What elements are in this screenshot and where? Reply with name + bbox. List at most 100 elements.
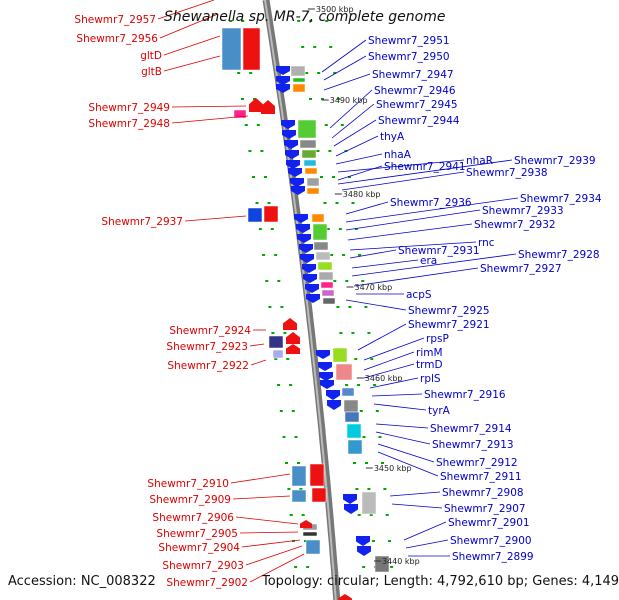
label-leader	[331, 103, 375, 139]
label-leader	[351, 253, 517, 277]
track-dot	[260, 150, 264, 152]
gene-block	[309, 463, 325, 487]
label-leader	[353, 267, 479, 287]
track-dot	[388, 540, 391, 542]
gene-block	[320, 281, 334, 289]
label-leader	[157, 0, 215, 20]
label-leader	[373, 403, 427, 411]
track-dot	[268, 306, 272, 308]
track-dot	[294, 436, 298, 438]
right-gene-label: trmD	[416, 359, 443, 371]
gene-block	[346, 423, 362, 439]
label-leader	[375, 431, 431, 445]
label-leader	[377, 443, 435, 463]
label-leader	[405, 539, 449, 549]
scale-label: 3490 kbp	[330, 96, 368, 105]
track-dot	[362, 566, 366, 568]
track-dot	[338, 228, 342, 230]
track-dot	[367, 488, 371, 490]
right-gene-label: Shewmr7_2921	[408, 319, 490, 331]
right-gene-label: Shewmr7_2932	[474, 219, 556, 231]
gene-arrow	[300, 254, 314, 263]
track-dot	[309, 20, 313, 22]
track-dot	[324, 124, 328, 126]
track-dot	[333, 72, 337, 74]
left-gene-label: Shewmr7_2948	[88, 118, 170, 130]
gene-arrow	[320, 380, 334, 389]
label-leader	[159, 13, 219, 39]
track-dot	[339, 332, 343, 334]
track-dot	[279, 410, 283, 412]
gene-block	[268, 335, 284, 349]
right-gene-label: Shewmr7_2947	[372, 69, 454, 81]
right-gene-label: Shewmr7_2936	[390, 197, 472, 209]
right-gene-label: Shewmr7_2913	[432, 439, 514, 451]
track-dot	[323, 202, 327, 204]
right-gene-label: era	[420, 255, 437, 267]
right-gene-label: Shewmr7_2899	[452, 551, 534, 563]
label-leader	[389, 491, 441, 497]
gene-block	[318, 271, 334, 281]
right-gene-label: Shewmr7_2946	[374, 85, 456, 97]
label-leader	[371, 393, 423, 397]
label-leader	[345, 201, 389, 215]
label-leader	[239, 531, 299, 534]
gene-arrow	[326, 390, 340, 400]
gene-arrow	[286, 160, 300, 169]
label-leader	[171, 105, 247, 108]
label-leader	[163, 35, 221, 56]
gene-block	[221, 27, 242, 71]
track-dot	[301, 514, 305, 516]
gene-block	[341, 387, 355, 397]
track-dot	[301, 46, 305, 48]
label-leader	[345, 299, 407, 311]
track-dot	[358, 254, 362, 256]
track-dot	[357, 384, 361, 386]
left-gene-label: Shewmr7_2904	[158, 542, 240, 554]
right-gene-label: Shewmr7_2945	[376, 99, 458, 111]
gene-arrow	[299, 244, 313, 253]
label-leader	[321, 39, 367, 73]
scale-label: 3440 kbp	[382, 557, 420, 566]
gene-block	[302, 531, 318, 537]
track-dot	[354, 228, 358, 230]
genome-backbone-highlight	[264, 0, 337, 600]
gene-arrow	[288, 168, 302, 177]
gene-arrow	[302, 264, 316, 273]
right-gene-label: Shewmr7_2931	[398, 245, 480, 257]
gene-block	[272, 349, 284, 359]
gene-arrow	[276, 66, 290, 75]
track-dot	[326, 228, 330, 230]
track-dot	[304, 540, 307, 542]
right-gene-label: Shewmr7_2907	[444, 503, 526, 515]
gene-block	[321, 289, 335, 297]
track-dot	[354, 358, 358, 360]
track-dot	[256, 124, 260, 126]
gene-arrow	[261, 100, 275, 114]
gene-block	[263, 205, 279, 223]
right-gene-label: Shewmr7_2941	[384, 161, 466, 173]
label-leader	[403, 521, 447, 541]
gene-block	[322, 297, 336, 305]
track-dot	[237, 72, 241, 74]
gene-arrow	[343, 494, 357, 504]
left-gene-label: Shewmr7_2906	[152, 512, 234, 524]
label-leader	[347, 223, 473, 241]
left-gene-label: Shewmr7_2910	[147, 478, 229, 490]
scale-label: 3450 kbp	[374, 464, 412, 473]
gene-arrow	[290, 178, 304, 187]
scale-label: 3500 kbp	[316, 5, 354, 14]
track-dot	[330, 254, 334, 256]
track-dot	[287, 488, 291, 490]
track-dot	[351, 332, 355, 334]
right-gene-label: Shewmr7_2934	[520, 193, 602, 205]
label-leader	[323, 73, 371, 91]
track-dot	[367, 332, 371, 334]
right-gene-label: Shewmr7_2933	[482, 205, 564, 217]
gene-block	[317, 261, 333, 271]
track-dot	[248, 150, 252, 152]
track-dot	[305, 72, 309, 74]
gene-block	[306, 187, 320, 195]
